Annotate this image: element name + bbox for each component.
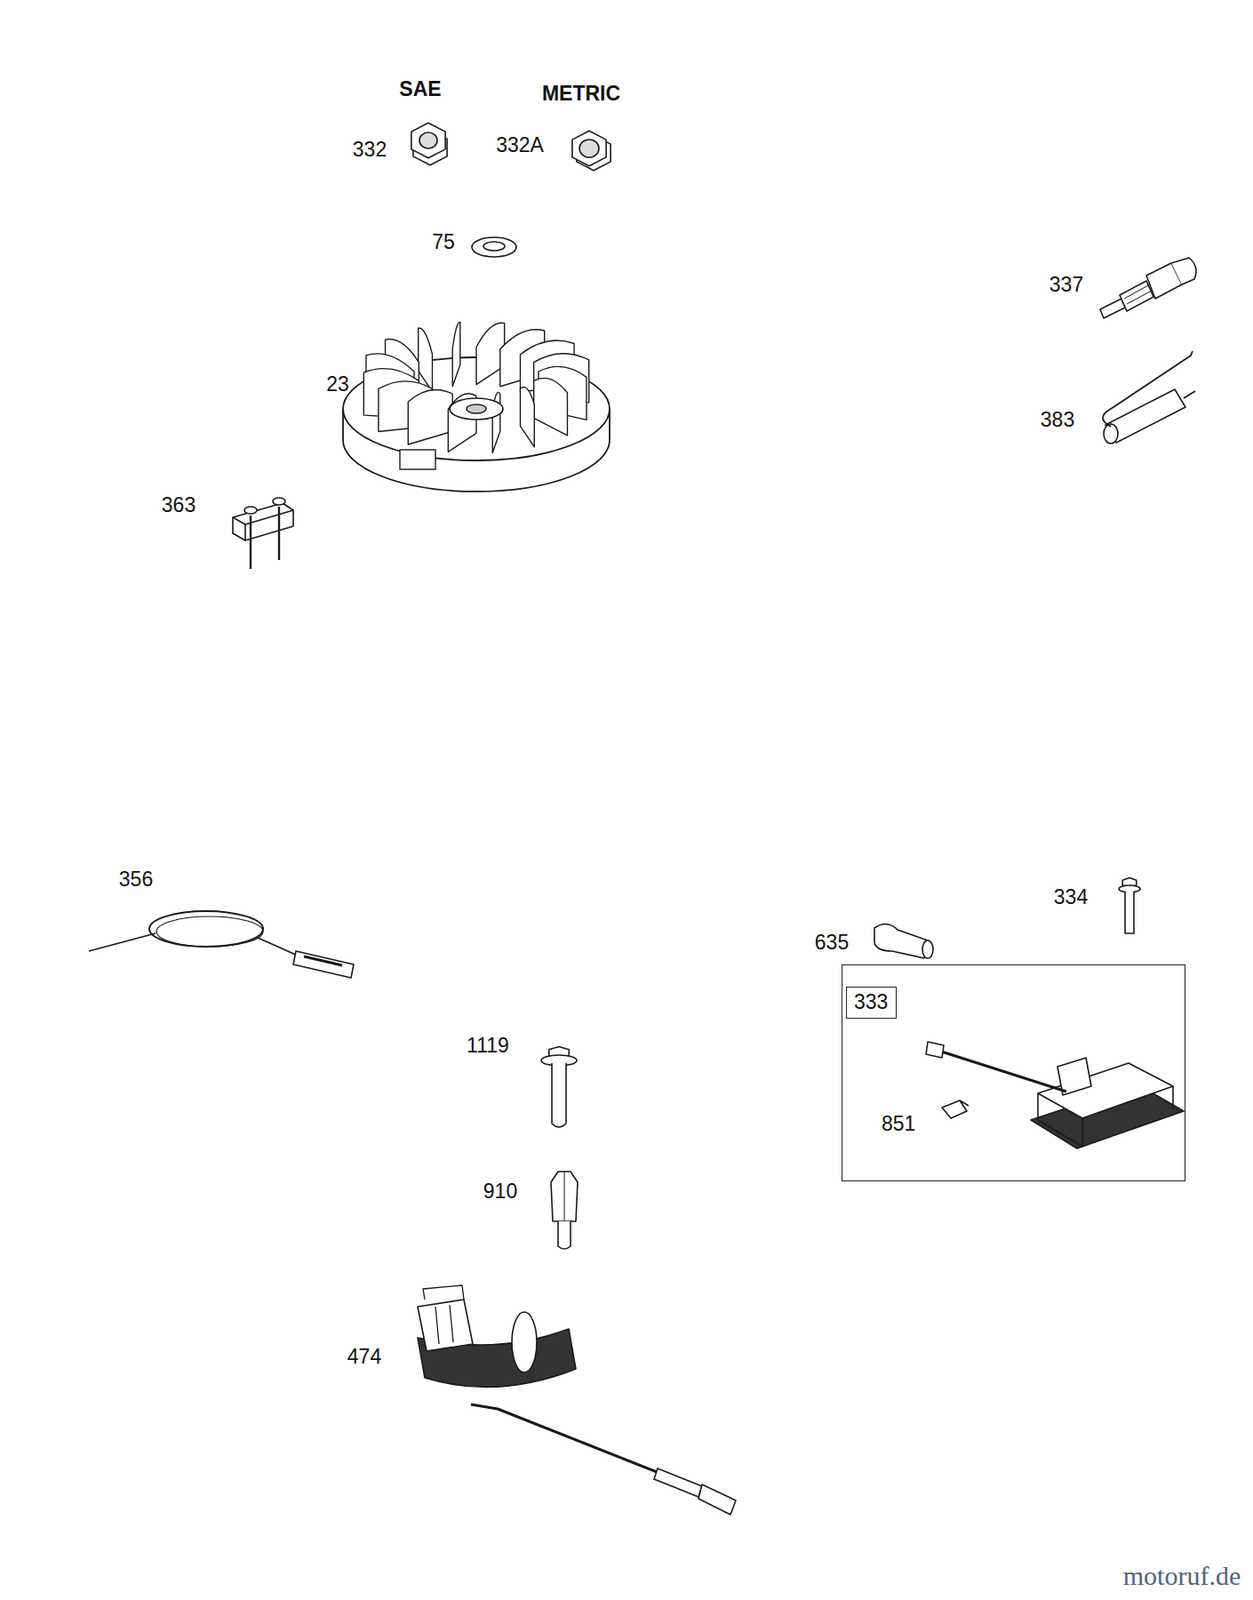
stud-hex: [550, 1171, 578, 1222]
coil-winding: [511, 1311, 537, 1373]
screw-shank: [249, 515, 252, 569]
lead-terminal: [925, 1041, 944, 1058]
ignition-module: [925, 1041, 1184, 1149]
screw-head: [244, 506, 257, 514]
column-heading: SAE: [399, 78, 441, 101]
callout-number: 356: [119, 868, 153, 891]
cooling-fin: [418, 327, 433, 392]
callout-number: 635: [814, 931, 849, 954]
coil-detail: [422, 1284, 464, 1344]
wire-end: [88, 933, 156, 951]
washer: [471, 237, 517, 257]
boot-opening: [922, 940, 934, 958]
screw-flange: [1118, 885, 1141, 893]
callout-number: 334: [1053, 885, 1088, 909]
terminal-slot: [303, 956, 343, 966]
module-edge: [1037, 1085, 1174, 1147]
stud-edge: [564, 1171, 566, 1222]
callout-number: 75: [431, 231, 455, 254]
spark-plug-boot: [874, 923, 934, 958]
tool-wire: [1102, 351, 1196, 427]
nut-hole: [419, 132, 438, 149]
plug-thread: [1119, 280, 1154, 312]
wire-coil: [149, 910, 264, 947]
spark-lead: [470, 1404, 729, 1501]
screw: [1118, 877, 1141, 934]
screw-shank: [278, 506, 280, 560]
nut-hole: [579, 139, 599, 158]
wire-clip: [941, 1100, 969, 1118]
bolt: [541, 1046, 577, 1128]
bracket-edge: [232, 510, 294, 541]
hex-nut: [411, 122, 447, 166]
nut-face: [572, 130, 607, 167]
spark-plug: [1100, 257, 1197, 319]
flywheel: [343, 321, 610, 491]
hub-bore: [466, 404, 487, 414]
washer-outer: [471, 237, 517, 257]
callout-number: 332: [352, 138, 387, 161]
module-lead: [933, 1048, 1067, 1092]
flywheel-hub: [449, 398, 503, 420]
callout-number: 474: [347, 1345, 382, 1368]
lead-connector: [698, 1484, 736, 1515]
plug-tip: [1100, 298, 1126, 319]
cooling-fin: [407, 390, 453, 445]
bracket-body: [232, 502, 294, 541]
callout-number: 363: [161, 494, 196, 517]
coil-housing: [417, 1299, 473, 1351]
cooling-fin: [534, 377, 568, 436]
hex-nut: [572, 130, 611, 171]
part-number-box: 333: [845, 986, 897, 1019]
tool-end: [1103, 423, 1118, 444]
cooling-fin: [452, 321, 461, 386]
nut-face: [411, 122, 446, 159]
callout-number: 383: [1040, 408, 1075, 431]
callout-number: 1119: [466, 1034, 510, 1057]
watermark: motoruf.de: [1123, 1560, 1241, 1590]
stud: [550, 1171, 578, 1249]
bolt-shank: [551, 1062, 567, 1127]
stud-shank: [558, 1221, 571, 1249]
thread-line: [1124, 284, 1152, 304]
cooling-fin: [519, 386, 535, 447]
lead-sleeve: [654, 1468, 703, 1497]
screw-head: [272, 497, 286, 505]
tester-tool: [1102, 351, 1196, 444]
washer-hole: [483, 241, 505, 251]
kit-frame: 851 333: [841, 964, 1186, 1182]
ground-wire: [88, 910, 354, 978]
callout-number: 910: [483, 1180, 518, 1203]
screw-shank: [1125, 891, 1134, 934]
plug-insulator: [1171, 257, 1197, 285]
bracket: [232, 497, 294, 569]
flywheel-magnet: [399, 449, 436, 470]
callout-number: 23: [326, 373, 350, 396]
part-number: 851: [881, 1112, 916, 1135]
callout-number: 337: [1049, 273, 1084, 296]
boot-body: [874, 923, 928, 958]
ignition-armature: [417, 1284, 736, 1515]
wire-lead: [257, 937, 298, 956]
wire-coil: [156, 916, 264, 947]
wire-terminal: [293, 950, 354, 978]
column-heading: METRIC: [542, 82, 621, 105]
part-number: 333: [853, 990, 888, 1014]
callout-number: 332A: [495, 134, 544, 157]
